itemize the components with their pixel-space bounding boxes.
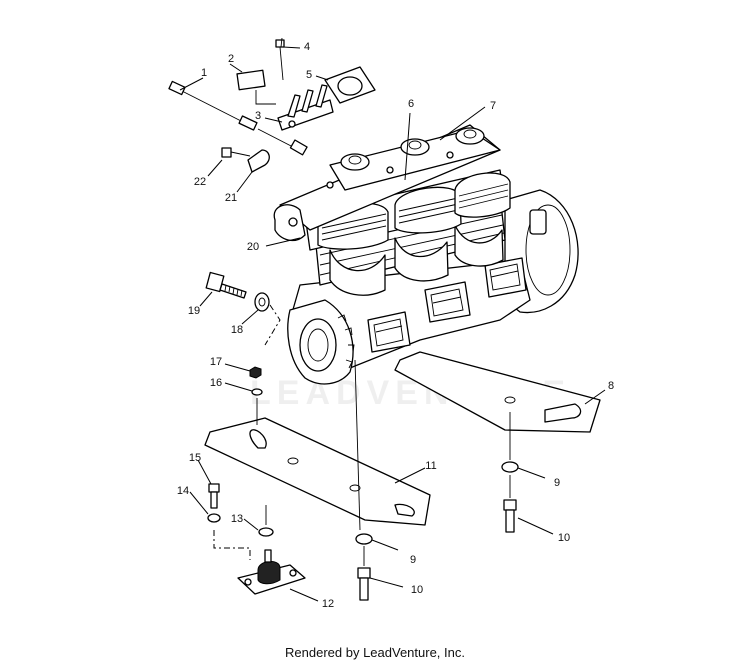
callout-12[interactable]: 12	[322, 598, 334, 610]
footer-credit: Rendered by LeadVenture, Inc.	[285, 645, 465, 660]
washer-18	[254, 292, 270, 312]
callout-9-right[interactable]: 9	[554, 477, 560, 489]
bolt-10-right	[503, 499, 517, 533]
gasket	[324, 66, 376, 104]
large-bolt	[205, 271, 247, 299]
bolt-10-left	[357, 567, 371, 601]
callout-22[interactable]: 22	[194, 176, 206, 188]
washer-9-right	[501, 461, 519, 473]
engine-mount-left	[204, 417, 431, 526]
callout-21[interactable]: 21	[225, 192, 237, 204]
bracket	[277, 84, 334, 131]
callout-16[interactable]: 16	[210, 377, 222, 389]
callout-10-right[interactable]: 10	[558, 532, 570, 544]
cylinder-heads	[304, 169, 511, 251]
callout-11[interactable]: 11	[425, 460, 436, 472]
nut	[249, 366, 262, 379]
callout-13[interactable]: 13	[231, 513, 243, 525]
callout-9-left[interactable]: 9	[410, 554, 416, 566]
clip	[247, 149, 270, 173]
callout-18[interactable]: 18	[231, 324, 243, 336]
callout-1[interactable]: 1	[201, 67, 207, 79]
pto-flange	[287, 299, 355, 385]
washer-16	[251, 388, 263, 396]
callout-10-left[interactable]: 10	[411, 584, 423, 596]
callout-15[interactable]: 15	[189, 452, 201, 464]
callout-3[interactable]: 3	[255, 110, 261, 122]
callout-5[interactable]: 5	[306, 69, 312, 81]
callout-19[interactable]: 19	[188, 305, 200, 317]
leader-lines	[179, 46, 606, 602]
reed-block-left	[367, 311, 411, 353]
callout-6[interactable]: 6	[408, 98, 414, 110]
washer-14	[207, 513, 221, 523]
long-bolt	[275, 39, 285, 81]
reed-block-middle	[424, 281, 471, 323]
callout-labels: 1 2 3 4 5 6 7 8 9 9 10 10 11 12 13 14 15…	[177, 41, 614, 610]
stud	[221, 147, 251, 158]
callout-2[interactable]: 2	[228, 53, 234, 65]
washer-13	[258, 527, 274, 537]
decal	[236, 69, 266, 91]
washer-9-left	[355, 533, 373, 545]
head-cover	[273, 124, 501, 242]
cable	[168, 80, 308, 156]
engine-block	[273, 124, 579, 385]
callout-8[interactable]: 8	[608, 380, 614, 392]
callout-20[interactable]: 20	[247, 241, 259, 253]
callout-17[interactable]: 17	[210, 356, 222, 368]
reed-block-right	[484, 257, 527, 298]
callout-14[interactable]: 14	[177, 485, 189, 497]
engine-mount-right	[394, 351, 601, 433]
callout-7[interactable]: 7	[490, 100, 496, 112]
bolt-15	[208, 483, 220, 509]
rubber-mount	[237, 549, 306, 595]
callout-4[interactable]: 4	[304, 41, 310, 53]
